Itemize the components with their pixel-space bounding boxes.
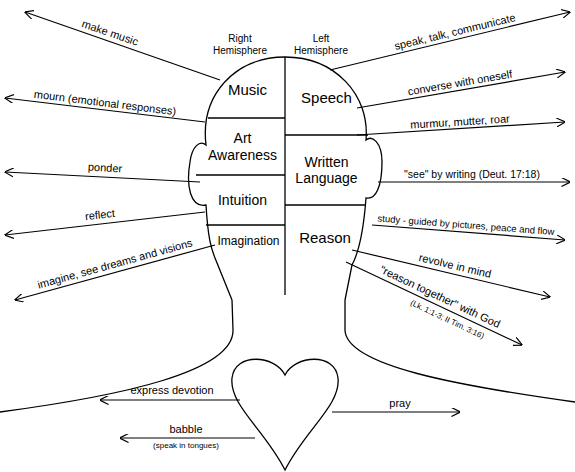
region-divider (285, 134, 368, 135)
brain-region: Written Language (285, 135, 368, 205)
arrow-label: reflect (84, 208, 115, 222)
arrow-label: study - guided by pictures, peace and fl… (377, 213, 555, 236)
arrow-line (25, 12, 220, 80)
arrow-label: "see" by writing (Deut. 17:18) (404, 169, 540, 180)
head-node: Right Hemisphere Left HemisphereMusic Spee… (180, 30, 395, 305)
arrow-line (332, 411, 460, 412)
brain-region: Intuition (200, 175, 285, 225)
arrow-label: make music (80, 18, 139, 48)
region-divider (196, 174, 285, 175)
arrow-line (15, 245, 215, 300)
brain-region: Music (210, 62, 285, 118)
arrow-label: converse with oneself (407, 69, 513, 98)
arrow-line (330, 12, 570, 70)
arrow-line (378, 181, 570, 182)
region-divider (284, 57, 285, 295)
arrow-label: speak, talk, communicate (393, 12, 516, 52)
arrow-label: babble (169, 424, 202, 435)
arrow-label: imagine, see dreams and visions (36, 237, 193, 290)
hemisphere-heading: Left Hemisphere (288, 33, 354, 56)
brain-region: Art Awareness (200, 118, 285, 175)
heart-shape (232, 359, 338, 470)
arrow-label: pray (389, 398, 410, 409)
shoulder-line (0, 300, 233, 412)
arrow-label: ponder (88, 162, 123, 175)
arrow-label: express devotion (130, 385, 213, 396)
brain-region: Reason (285, 205, 365, 270)
region-name: Imagination (217, 235, 279, 249)
arrow-label: mourn (emotional responses) (33, 89, 176, 117)
arrow-label: revolve in mind (418, 252, 493, 280)
region-name: Written Language (285, 154, 368, 186)
region-name: Speech (301, 89, 352, 106)
region-name: Music (228, 81, 267, 98)
arrow-line (5, 172, 200, 182)
brain-region: Speech (285, 60, 368, 135)
head-outline (189, 57, 382, 300)
arrow-label: (speak in tongues) (153, 442, 219, 450)
region-name: Intuition (218, 192, 267, 208)
head-outline (180, 30, 395, 305)
region-name: Reason (299, 229, 351, 246)
region-divider (206, 224, 285, 225)
region-name: Art Awareness (200, 130, 285, 162)
arrow-line (346, 262, 522, 345)
hemisphere-heading: Right Hemisphere (205, 33, 275, 56)
arrow-line (100, 399, 240, 400)
brain-region: Imagination (212, 225, 285, 259)
region-divider (208, 117, 285, 118)
region-divider (285, 204, 366, 205)
arrow-line (120, 437, 255, 438)
